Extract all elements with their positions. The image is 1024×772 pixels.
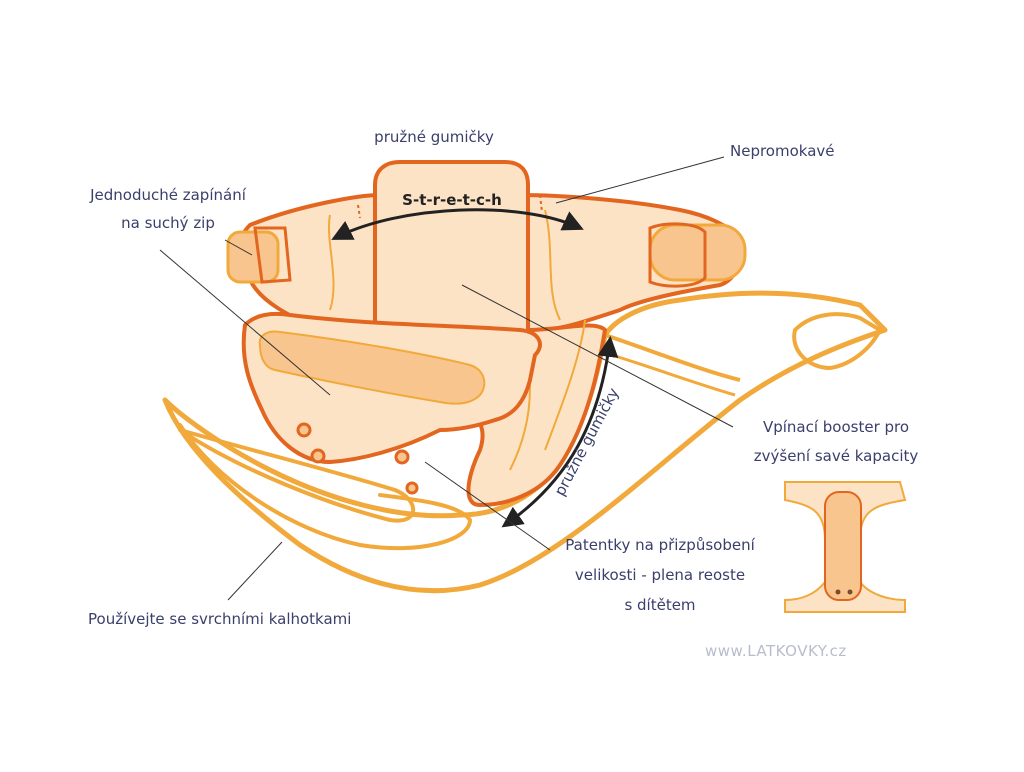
back-fold-left	[328, 214, 335, 311]
left-tab-outline	[253, 226, 292, 284]
leg-elastic-arrow	[501, 335, 619, 528]
leader-snaps	[424, 461, 551, 551]
label-fastening-line1: Jednoduché zapínání	[90, 186, 246, 204]
snap-2	[310, 448, 326, 464]
snap-3	[394, 449, 410, 465]
stretch-label: S-t-r-e-t-c-h	[402, 191, 502, 209]
snap-1	[296, 422, 312, 438]
right-velcro-patch	[648, 223, 747, 282]
cover-strap-2	[611, 353, 736, 397]
leader-booster	[461, 284, 734, 428]
left-velcro-patch	[226, 230, 280, 284]
label-snaps-line2: velikosti - plena reoste	[574, 566, 746, 584]
leader-fastening-tab	[224, 239, 253, 256]
label-elastic-top: pružné gumičky	[374, 128, 494, 146]
leader-waterproof	[555, 156, 725, 204]
label-snaps-line1: Patentky na přizpůsobení	[565, 536, 755, 554]
watermark: www.LATKOVKY.cz	[705, 642, 847, 660]
cover-front-fold	[178, 428, 416, 523]
label-booster-line1: Vpínací booster pro	[762, 418, 910, 436]
cover-right-tab	[792, 312, 883, 371]
waterproof-mark-right	[539, 194, 543, 213]
flat-diaper-icon	[784, 481, 907, 613]
cover-inner-contour	[178, 423, 473, 551]
right-tab-outline	[648, 222, 707, 288]
label-booster-line2: zvýšení savé kapacity	[753, 447, 919, 465]
label-fastening-line2: na suchý zip	[121, 214, 215, 232]
leader-cover	[227, 541, 283, 601]
label-snaps-line3: s dítětem	[624, 596, 696, 614]
label-cover: Používejte se svrchními kalhotkami	[88, 610, 352, 628]
label-waterproof: Nepromokavé	[730, 142, 835, 160]
leader-fastening	[159, 249, 331, 396]
snap-4	[405, 481, 419, 495]
cover-strap	[604, 333, 741, 382]
stretch-arrow	[331, 208, 584, 240]
front-velcro-strip	[258, 330, 486, 405]
